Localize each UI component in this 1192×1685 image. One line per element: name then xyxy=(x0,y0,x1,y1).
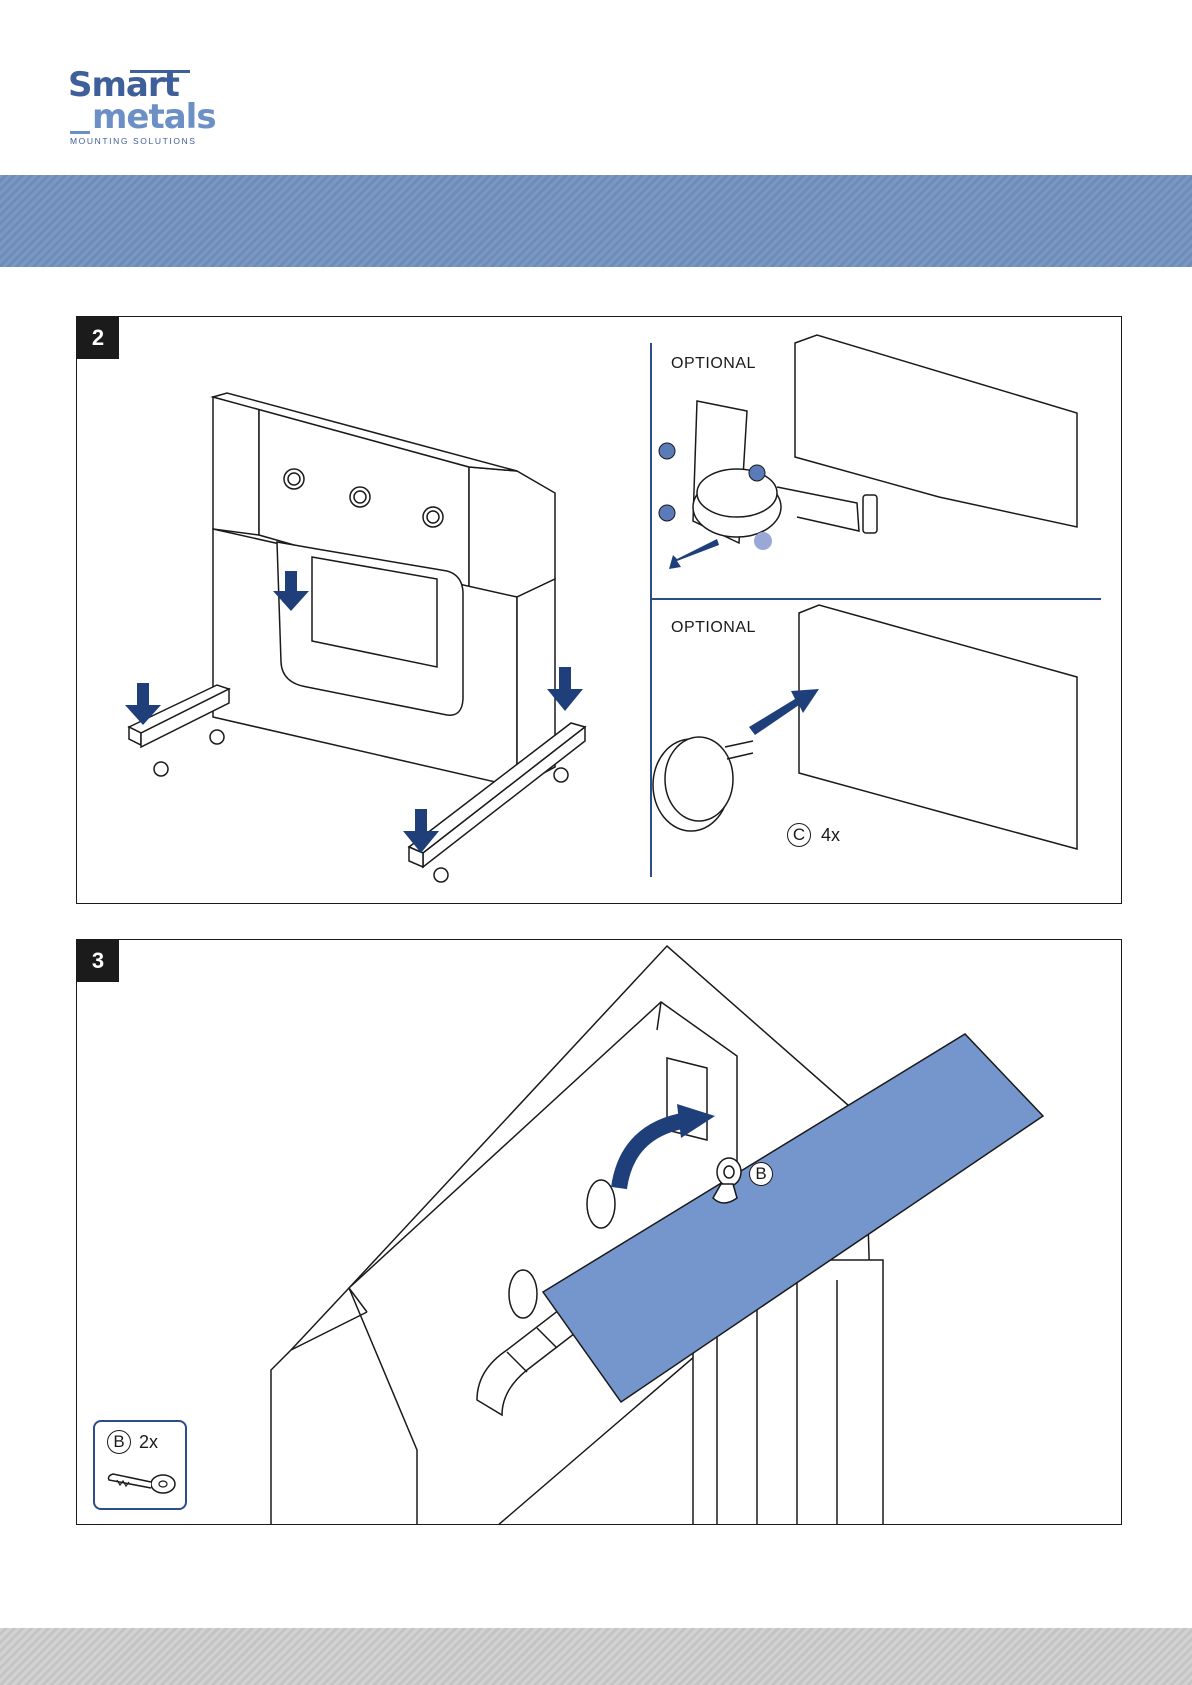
footer-band xyxy=(0,1628,1192,1685)
logo-line2: metals xyxy=(92,100,216,134)
step-3-illustration xyxy=(77,940,1122,1525)
logo-bar-2 xyxy=(70,131,90,134)
callout-letter-badge: B xyxy=(749,1162,773,1186)
step-2-panel: 2 xyxy=(76,316,1122,904)
part-letter-badge: C xyxy=(787,823,811,847)
step-2-illustration xyxy=(77,317,1122,904)
step-3-panel: 3 xyxy=(76,939,1122,1525)
brand-logo: Smart metals MOUNTING SOLUTIONS xyxy=(68,68,208,148)
header-band xyxy=(0,175,1192,267)
key-icon xyxy=(95,1422,185,1508)
caster-arrow xyxy=(669,539,719,569)
logo-tagline: MOUNTING SOLUTIONS xyxy=(70,136,197,146)
optional-label-caster: OPTIONAL xyxy=(671,355,756,373)
caster-highlight xyxy=(754,532,772,550)
foot-detail xyxy=(653,605,1077,849)
optional-label-foot: OPTIONAL xyxy=(671,619,756,637)
part-quantity: 4x xyxy=(821,825,840,846)
parts-legend: B 2x xyxy=(93,1420,187,1510)
